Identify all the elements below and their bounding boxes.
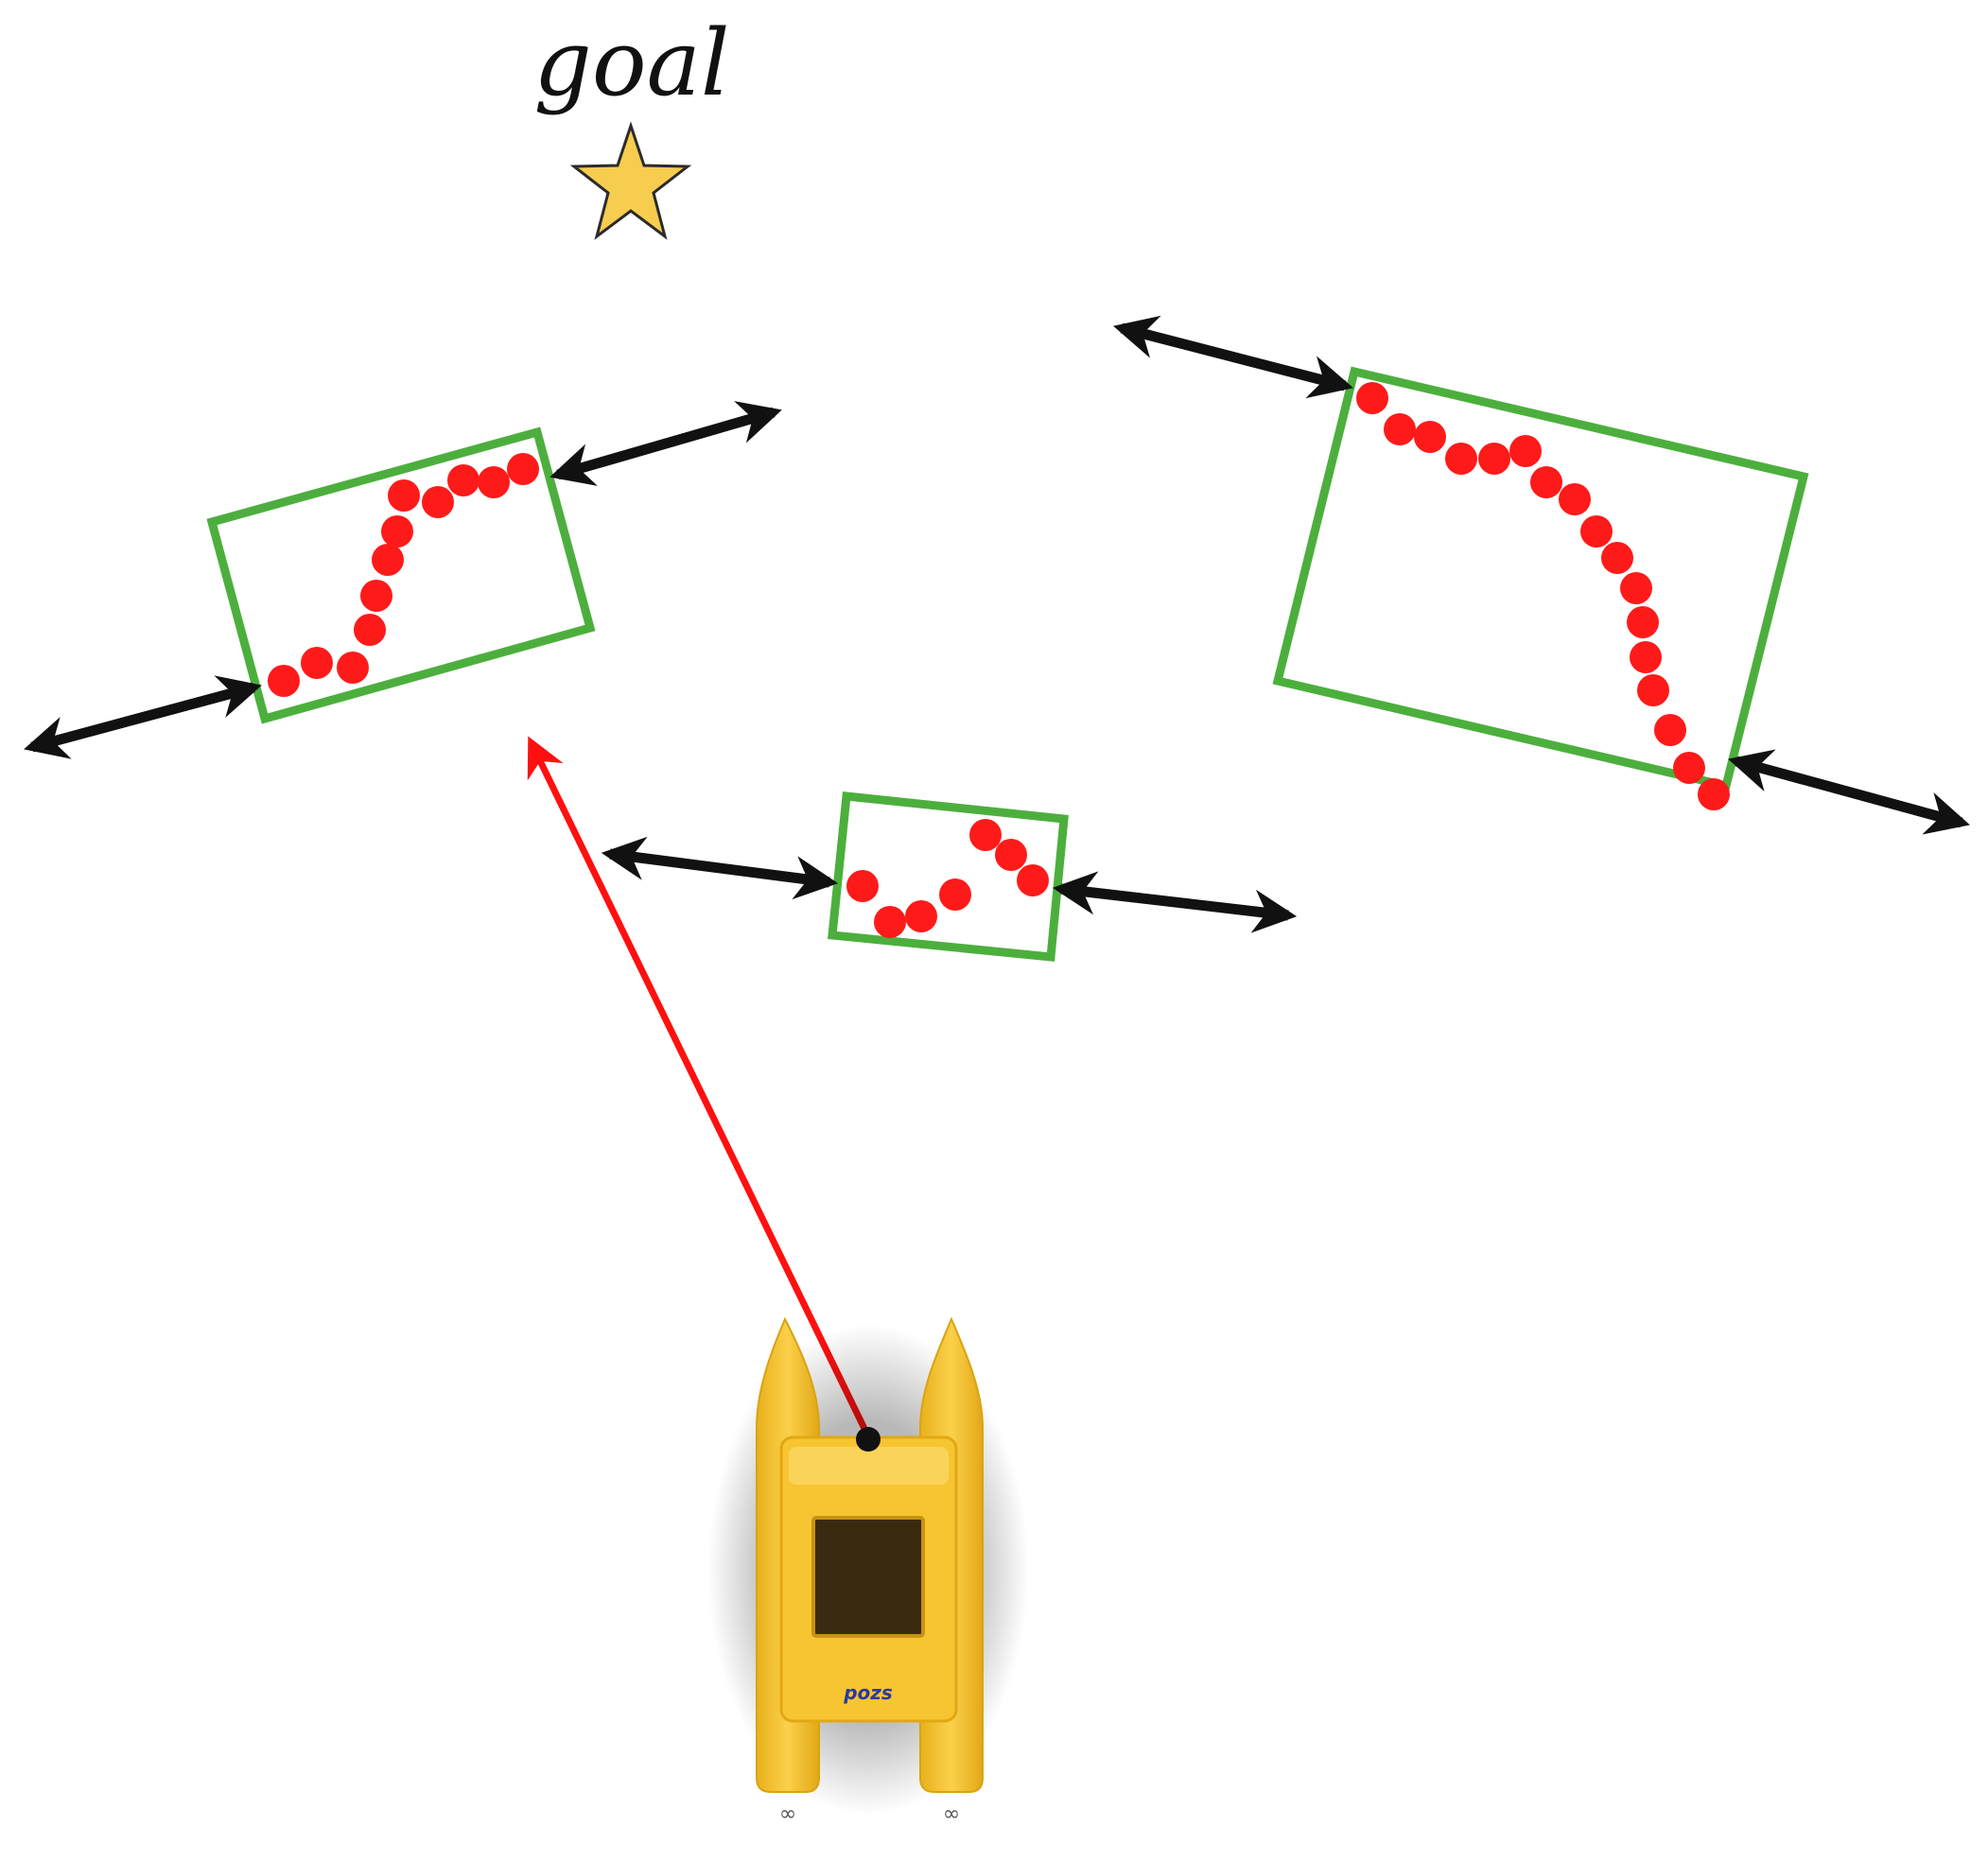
- scan-point: [1414, 421, 1446, 453]
- scan-point: [1630, 641, 1662, 673]
- scan-point: [1580, 515, 1613, 548]
- scan-point: [1017, 864, 1049, 896]
- scan-point: [447, 464, 480, 496]
- scan-point: [1627, 606, 1659, 638]
- star-icon: [569, 121, 692, 240]
- scan-point: [1559, 483, 1591, 515]
- scan-point: [301, 647, 333, 679]
- scan-point: [1601, 542, 1633, 574]
- scan-point: [1509, 435, 1542, 467]
- obstacle-left-points: [268, 453, 539, 697]
- scan-point: [1530, 466, 1562, 498]
- scan-point: [846, 870, 879, 902]
- scan-point: [337, 652, 369, 684]
- scan-point: [939, 878, 971, 911]
- scan-point: [1478, 443, 1510, 475]
- obstacle-middle-arrow-right: [1052, 871, 1298, 933]
- goal-label: goal: [533, 10, 729, 116]
- obstacle-left-arrow-right: [549, 401, 782, 486]
- svg-text:∞: ∞: [779, 1802, 796, 1826]
- scan-point: [1384, 413, 1416, 445]
- boat-hatch: [811, 1516, 925, 1638]
- obstacle-right-arrow-left: [1113, 315, 1353, 399]
- scan-point: [1673, 752, 1705, 784]
- scan-point: [1445, 443, 1477, 475]
- scan-point: [1698, 778, 1730, 810]
- obstacle-right: [1113, 315, 1970, 835]
- scan-point: [1654, 714, 1686, 746]
- boat-logo: pozs: [843, 1681, 893, 1704]
- obstacle-middle-arrow-left: [601, 836, 839, 900]
- obstacle-middle: [601, 791, 1298, 962]
- obstacle-left-box: [206, 426, 596, 724]
- scan-point: [874, 906, 906, 938]
- scan-point: [478, 466, 510, 498]
- scan-point: [360, 580, 392, 612]
- catamaran-boat-icon: pozs ∞ ∞: [707, 1316, 1029, 1826]
- sensor-dot: [856, 1427, 881, 1452]
- scan-point: [354, 614, 386, 646]
- scan-point: [969, 819, 1002, 851]
- scan-point: [422, 486, 454, 518]
- scan-point: [268, 665, 300, 697]
- obstacle-left-arrow-left: [24, 675, 262, 759]
- scan-point: [905, 900, 937, 932]
- scan-point: [372, 544, 404, 576]
- obstacle-right-points: [1356, 382, 1730, 810]
- obstacle-right-arrow-right: [1728, 749, 1970, 835]
- obstacle-middle-points: [846, 819, 1049, 938]
- obstacle-right-box: [1272, 366, 1809, 791]
- heading-arrow: [527, 736, 872, 1438]
- scan-point: [995, 839, 1027, 871]
- scan-point: [1620, 572, 1652, 604]
- scan-point: [1637, 674, 1669, 706]
- scan-point: [388, 479, 420, 512]
- scan-point: [1356, 382, 1388, 414]
- scan-point: [381, 515, 413, 548]
- obstacle-left: [24, 401, 782, 759]
- scan-point: [507, 453, 539, 485]
- svg-text:∞: ∞: [943, 1802, 960, 1826]
